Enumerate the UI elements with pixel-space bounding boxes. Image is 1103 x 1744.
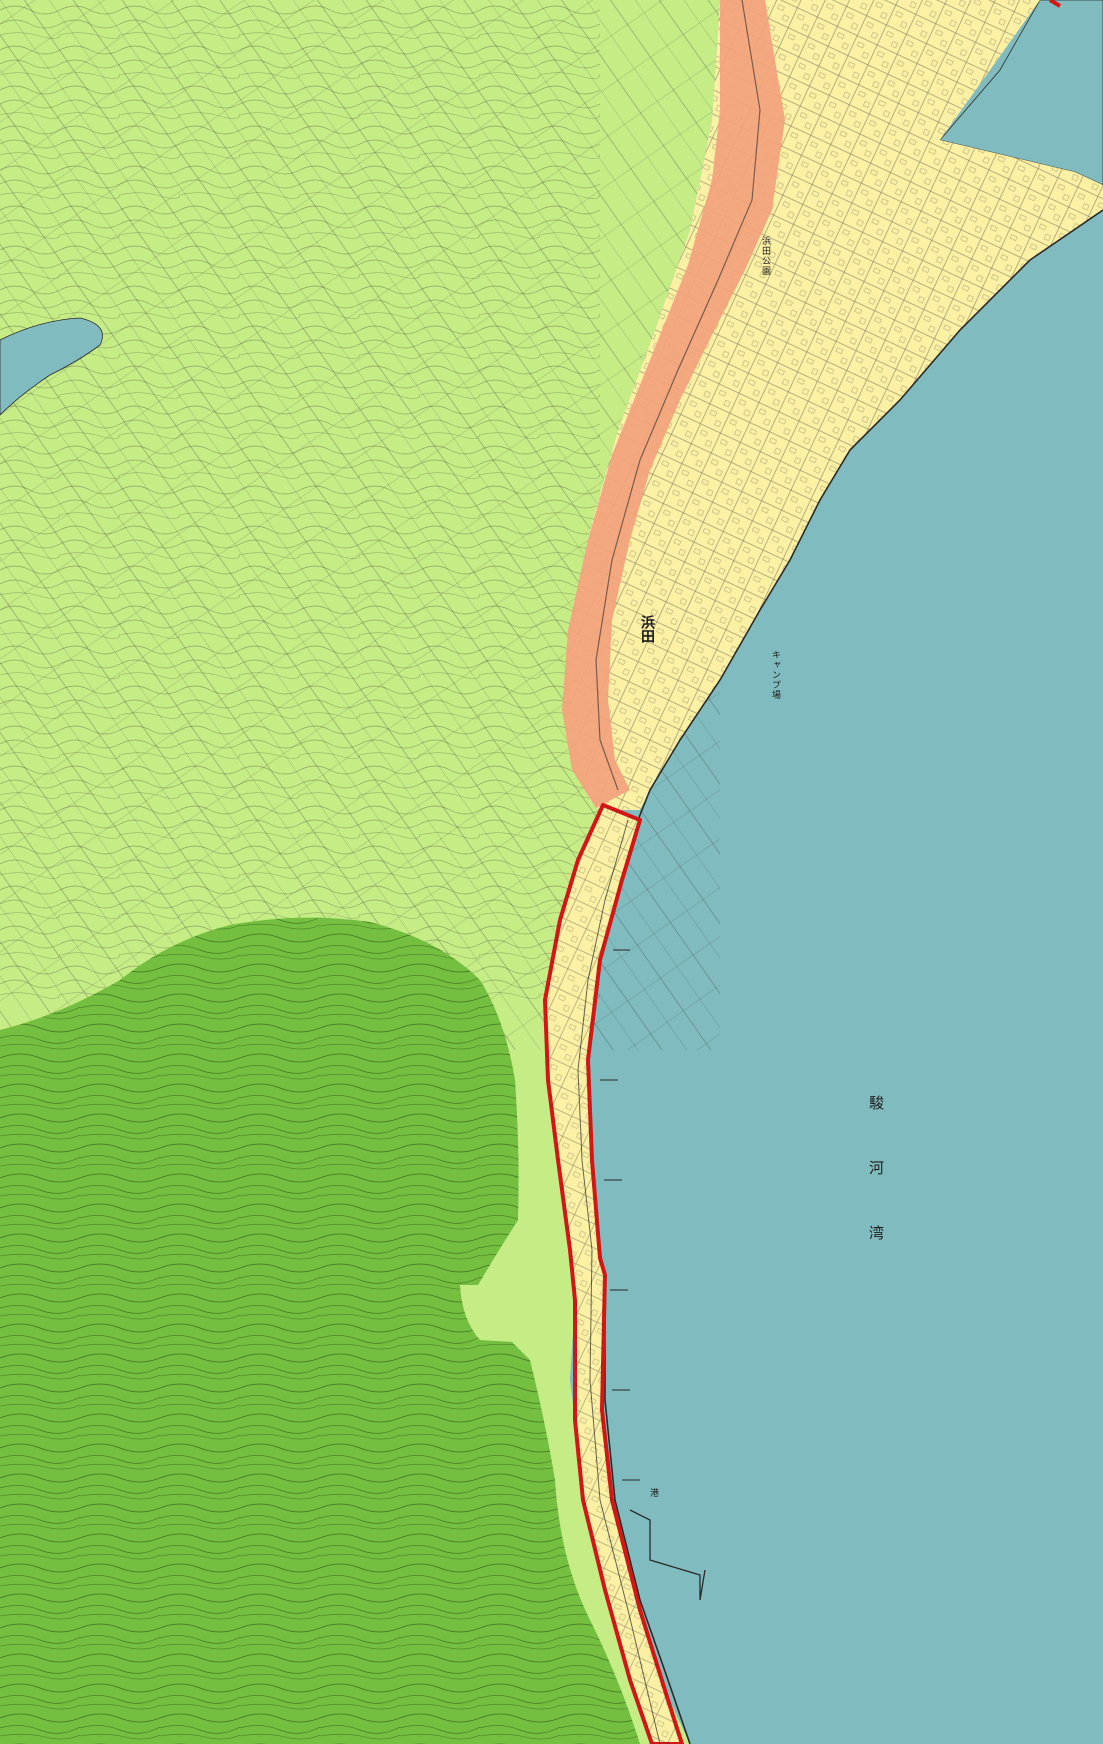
upland-contours — [0, 0, 600, 1000]
harbor-label: 港 — [648, 1488, 658, 1498]
forest-contours — [0, 917, 640, 1744]
pond-west — [0, 317, 103, 416]
coastal-road — [577, 819, 661, 1744]
park-name-label: 浜田公園 — [760, 236, 770, 276]
boundary-fragment-top — [1048, 0, 1062, 8]
upland-notch — [460, 1285, 565, 1345]
sea-name-label: 駿河湾 — [867, 1095, 885, 1290]
corridor-road — [595, 0, 761, 791]
camp-site-label: キャンプ場 — [770, 650, 780, 700]
lowland-streets — [570, 0, 1103, 810]
district-streets — [545, 805, 682, 1744]
pier-stubs — [600, 949, 640, 1481]
harbor-breakwater — [629, 1509, 706, 1601]
town-name-label: 浜田 — [639, 615, 655, 643]
road-corridor-zone — [562, 0, 785, 808]
